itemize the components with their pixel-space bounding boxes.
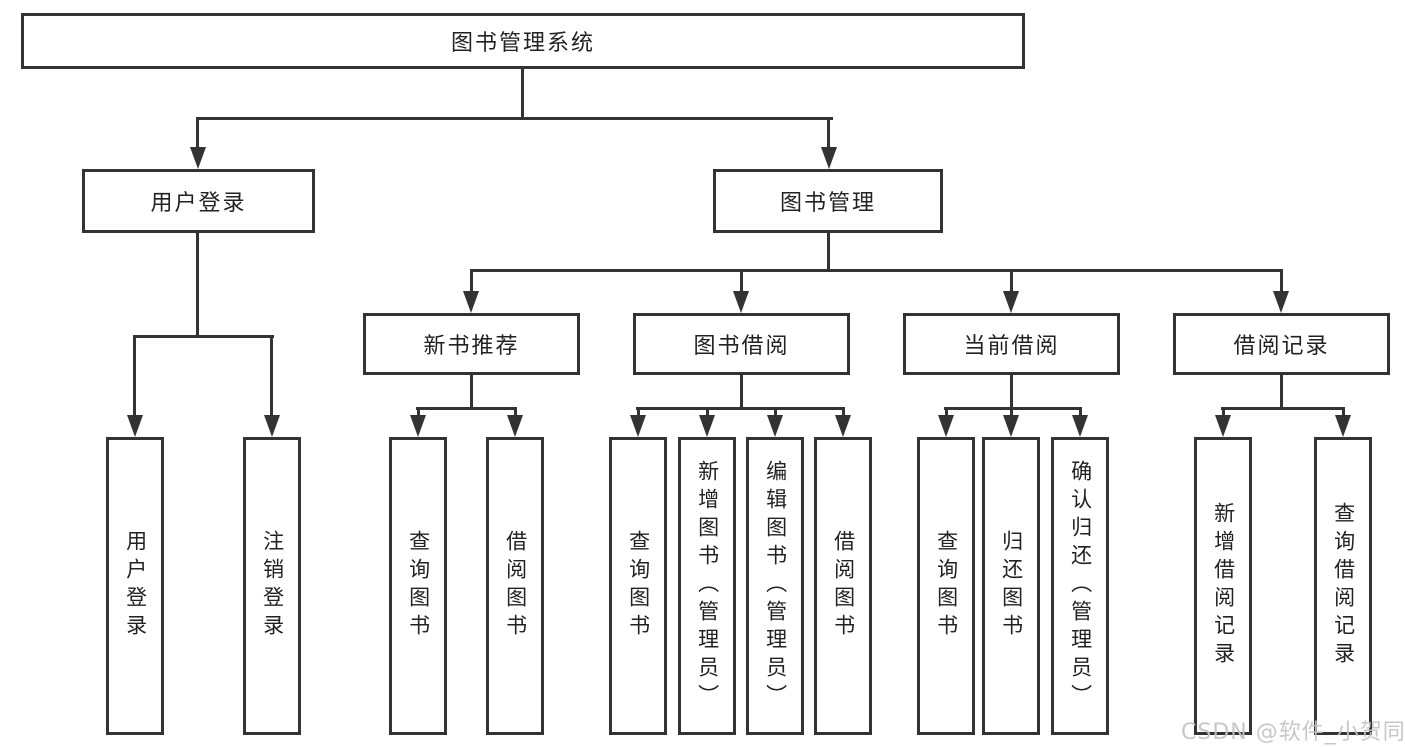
node-new-book-recommend: 新书推荐 <box>363 313 580 375</box>
arrow-down-icon <box>1215 415 1231 437</box>
arrow-down-icon <box>699 415 715 437</box>
node-book-management: 图书管理 <box>713 169 943 233</box>
leaf-logout: 注销登录 <box>243 437 301 735</box>
leaf-label: 查询图书 <box>626 530 651 642</box>
leaf-label: 查询图书 <box>934 530 959 642</box>
connector <box>636 407 844 410</box>
arrow-down-icon <box>264 415 280 437</box>
node-book-borrow: 图书借阅 <box>633 313 850 375</box>
leaf-query-books: 查询图书 <box>389 437 447 735</box>
leaf-label: 新增图书（管理员） <box>695 460 720 712</box>
arrow-down-icon <box>410 415 426 437</box>
node-user-login: 用户登录 <box>82 169 315 233</box>
connector <box>1222 407 1225 417</box>
connector <box>1221 407 1344 410</box>
connector <box>1010 373 1013 409</box>
arrow-down-icon <box>1003 415 1019 437</box>
leaf-add-books-admin: 新增图书（管理员） <box>678 437 736 735</box>
arrow-down-icon <box>1072 415 1088 437</box>
leaf-add-borrow-record: 新增借阅记录 <box>1194 437 1252 735</box>
connector <box>416 407 517 410</box>
leaf-return-books: 归还图书 <box>982 437 1040 735</box>
leaf-label: 新增借阅记录 <box>1211 502 1236 670</box>
connector <box>827 117 830 150</box>
connector <box>417 407 420 417</box>
connector <box>133 335 136 417</box>
leaf-query-books: 查询图书 <box>609 437 667 735</box>
connector <box>470 269 473 293</box>
connector <box>944 407 1082 410</box>
leaf-label: 查询图书 <box>406 530 431 642</box>
leaf-edit-books-admin: 编辑图书（管理员） <box>746 437 804 735</box>
connector <box>1342 407 1345 417</box>
arrow-down-icon <box>767 415 783 437</box>
arrow-down-icon <box>127 415 143 437</box>
leaf-label: 确认归还（管理员） <box>1068 460 1093 712</box>
arrow-down-icon <box>821 147 837 169</box>
connector <box>706 407 709 417</box>
arrow-down-icon <box>463 291 479 313</box>
leaf-borrow-books: 借阅图书 <box>486 437 544 735</box>
leaf-label: 查询借阅记录 <box>1331 502 1356 670</box>
connector <box>1010 407 1013 417</box>
arrow-down-icon <box>507 415 523 437</box>
leaf-query-books: 查询图书 <box>917 437 975 735</box>
connector <box>637 407 640 417</box>
arrow-down-icon <box>1335 415 1351 437</box>
node-borrow-records: 借阅记录 <box>1173 313 1390 375</box>
leaf-label: 归还图书 <box>999 530 1024 642</box>
arrow-down-icon <box>1273 291 1289 313</box>
leaf-label: 编辑图书（管理员） <box>763 460 788 712</box>
connector <box>774 407 777 417</box>
connector <box>1280 373 1283 409</box>
leaf-label: 注销登录 <box>260 530 285 642</box>
connector <box>945 407 948 417</box>
arrow-down-icon <box>733 291 749 313</box>
arrow-down-icon <box>1003 291 1019 313</box>
leaf-query-borrow-record: 查询借阅记录 <box>1314 437 1372 735</box>
connector <box>133 335 274 338</box>
connector <box>521 67 524 119</box>
leaf-label: 借阅图书 <box>503 530 528 642</box>
node-root: 图书管理系统 <box>21 13 1025 69</box>
connector <box>470 373 473 409</box>
leaf-confirm-return-admin: 确认归还（管理员） <box>1051 437 1109 735</box>
connector <box>1079 407 1082 417</box>
leaf-user-login: 用户登录 <box>106 437 164 735</box>
connector <box>196 231 199 337</box>
connector <box>827 231 830 272</box>
node-current-borrow: 当前借阅 <box>903 313 1120 375</box>
connector <box>196 117 199 150</box>
arrow-down-icon <box>835 415 851 437</box>
connector <box>514 407 517 417</box>
watermark: CSDN @软件_小贺同学 <box>1181 720 1405 745</box>
arrow-down-icon <box>630 415 646 437</box>
connector <box>270 335 273 417</box>
leaf-label: 用户登录 <box>123 530 148 642</box>
arrow-down-icon <box>190 147 206 169</box>
connector <box>470 269 1282 272</box>
connector <box>1280 269 1283 293</box>
connector <box>196 117 833 120</box>
arrow-down-icon <box>938 415 954 437</box>
connector <box>1010 269 1013 293</box>
leaf-borrow-books: 借阅图书 <box>814 437 872 735</box>
connector <box>842 407 845 417</box>
connector <box>740 373 743 409</box>
connector <box>740 269 743 293</box>
leaf-label: 借阅图书 <box>831 530 856 642</box>
